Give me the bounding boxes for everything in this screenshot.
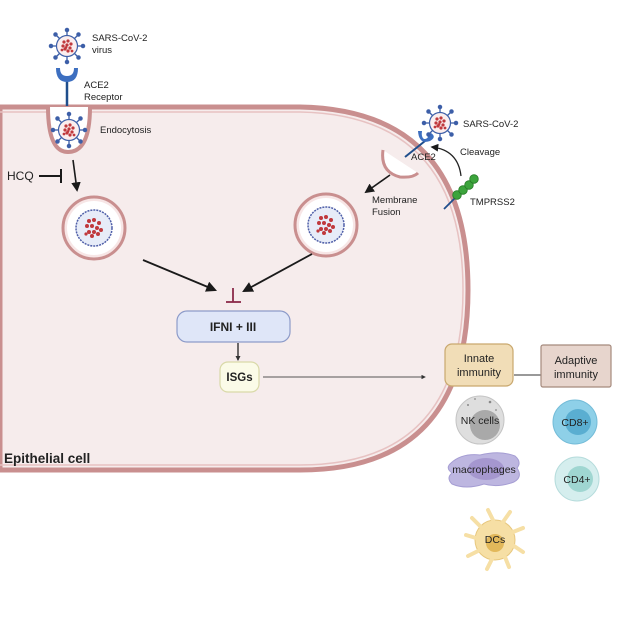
cd8-label: CD8+	[561, 417, 588, 429]
dcs-label: DCs	[485, 534, 505, 546]
nk-cell-icon	[455, 395, 505, 445]
right-sars-cov-2-icon	[421, 104, 459, 142]
cd8-t-cell-icon	[552, 399, 598, 445]
internalized-virus-icon	[50, 111, 88, 149]
innate-label-line2: immunity	[457, 367, 502, 379]
ace2-receptor-icon	[56, 68, 78, 82]
epithelial-cell-membrane	[0, 104, 471, 473]
adaptive-label-line2: immunity	[554, 369, 599, 381]
sars-cov-2-virus-icon	[48, 27, 86, 65]
receptor-sub-label: Receptor	[84, 92, 123, 103]
tmprss2-stalk	[443, 197, 456, 210]
isg-label: ISGs	[226, 372, 252, 384]
endocytosis-arrow	[71, 159, 81, 192]
macrophage-icon	[447, 452, 520, 488]
ifn-box	[176, 310, 291, 343]
fusion-label-line1: Membrane	[372, 195, 417, 206]
endosome-vesicle-left	[61, 195, 127, 261]
cd4-t-cell-icon	[554, 456, 600, 502]
fusion-pocket	[381, 149, 420, 179]
innate-label-line1: Innate	[464, 353, 495, 365]
nk-cells-label: NK cells	[461, 415, 500, 427]
right-ace2-stalk	[404, 140, 426, 158]
receptor-name-label: ACE2	[84, 80, 109, 91]
cleavage-arrow	[430, 143, 462, 177]
cd4-label: CD4+	[563, 474, 590, 486]
right-virus-label: SARS-CoV-2	[463, 119, 518, 130]
virus-sub-label: virus	[92, 45, 112, 56]
left-vesicle-arrow	[142, 259, 217, 292]
dendritic-cell-icon	[464, 508, 525, 571]
ifn-label: IFNI + III	[210, 320, 256, 334]
virus-name-label: SARS-CoV-2	[92, 33, 147, 44]
right-vesicle-arrow	[242, 253, 313, 293]
hcq-label: HCQ	[7, 169, 34, 183]
tmprss2-label: TMPRSS2	[470, 197, 515, 208]
cell-label: Epithelial cell	[4, 451, 90, 466]
cleavage-label: Cleavage	[460, 147, 500, 158]
innate-immunity-box	[444, 343, 514, 387]
macrophages-label: macrophages	[452, 464, 516, 476]
adaptive-immunity-box	[540, 344, 612, 388]
isg-box	[219, 361, 260, 393]
tmprss2-icon	[452, 174, 479, 200]
endosome-vesicle-right	[293, 192, 359, 258]
adaptive-label-line1: Adaptive	[555, 355, 598, 367]
fusion-arrow	[364, 174, 391, 194]
right-ace2-receptor-icon	[418, 131, 434, 142]
fusion-label-line2: Fusion	[372, 207, 401, 218]
endocytosis-label: Endocytosis	[100, 125, 151, 136]
right-ace2-label: ACE2	[411, 152, 436, 163]
